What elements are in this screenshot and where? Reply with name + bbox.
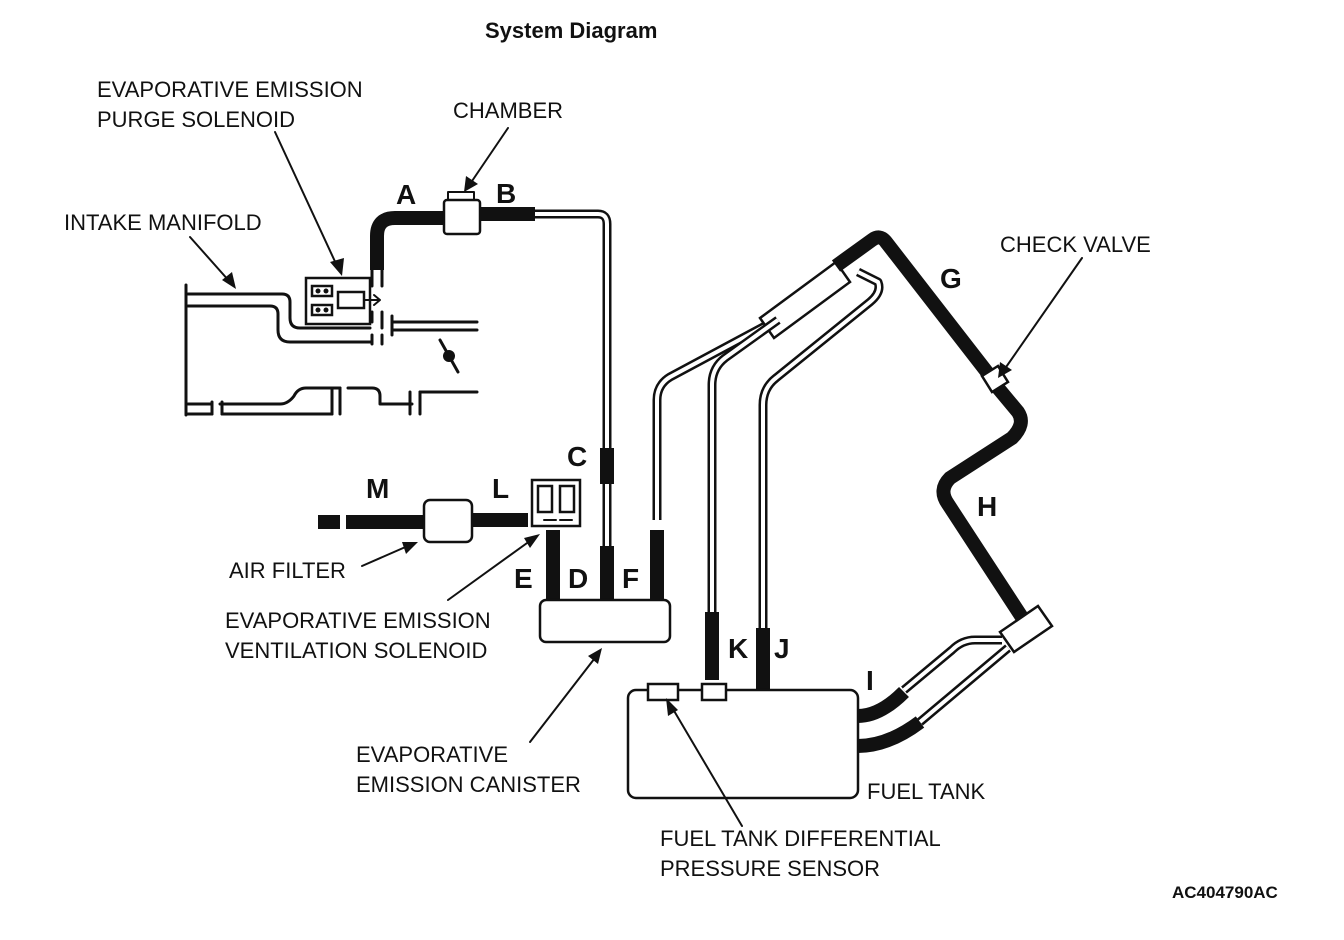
intake-manifold xyxy=(184,283,479,417)
hose-label-j: J xyxy=(774,633,790,664)
fuel-tank-label: FUEL TANK xyxy=(867,779,986,804)
purge-solenoid xyxy=(304,266,384,330)
diagram-title: System Diagram xyxy=(485,18,657,43)
hose-i xyxy=(857,686,909,723)
canister-label-2: EMISSION CANISTER xyxy=(356,772,581,797)
tank-fitting-k xyxy=(700,682,728,702)
air-filter xyxy=(422,498,474,544)
hose-label-d: D xyxy=(568,563,588,594)
tube-k xyxy=(707,316,781,612)
hose-label-i: I xyxy=(866,665,874,696)
hose-label-e: E xyxy=(514,563,533,594)
fuel-tank xyxy=(626,688,860,800)
purge-solenoid-label-2: PURGE SOLENOID xyxy=(97,107,295,132)
tube-b-c xyxy=(535,209,612,450)
air-filter-label: AIR FILTER xyxy=(229,558,346,583)
intake-manifold-label: INTAKE MANIFOLD xyxy=(64,210,262,235)
hose-label-a: A xyxy=(396,179,416,210)
hose-a xyxy=(370,211,444,270)
hose-label-h: H xyxy=(977,491,997,522)
ventilation-solenoid-label-1: EVAPORATIVE EMISSION xyxy=(225,608,491,633)
figure-code: AC404790AC xyxy=(1172,883,1278,902)
hose-label-c: C xyxy=(567,441,587,472)
check-valve-label: CHECK VALVE xyxy=(1000,232,1151,257)
tube-f xyxy=(652,314,783,520)
pressure-sensor xyxy=(646,682,680,702)
tube-i xyxy=(901,635,1011,726)
hose-tank-filler xyxy=(857,716,925,753)
hose-label-l: L xyxy=(492,473,509,504)
tube-j xyxy=(758,267,884,628)
ventilation-solenoid-label-2: VENTILATION SOLENOID xyxy=(225,638,487,663)
hose-label-g: G xyxy=(940,263,962,294)
purge-solenoid-label-1: EVAPORATIVE EMISSION xyxy=(97,77,363,102)
hose-label-f: F xyxy=(622,563,639,594)
hose-label-m: M xyxy=(366,473,389,504)
rollover-valve-lower xyxy=(998,604,1054,654)
leader-lines xyxy=(189,127,1083,827)
ventilation-solenoid xyxy=(530,478,582,528)
canister-label-1: EVAPORATIVE xyxy=(356,742,508,767)
hose-h xyxy=(936,383,1031,626)
hose-g xyxy=(831,230,996,381)
hose-label-k: K xyxy=(728,633,748,664)
hose-label-b: B xyxy=(496,178,516,209)
chamber-label: CHAMBER xyxy=(453,98,563,123)
pressure-sensor-label-2: PRESSURE SENSOR xyxy=(660,856,880,881)
canister xyxy=(538,598,672,644)
pressure-sensor-label-1: FUEL TANK DIFFERENTIAL xyxy=(660,826,941,851)
chamber xyxy=(442,191,482,236)
